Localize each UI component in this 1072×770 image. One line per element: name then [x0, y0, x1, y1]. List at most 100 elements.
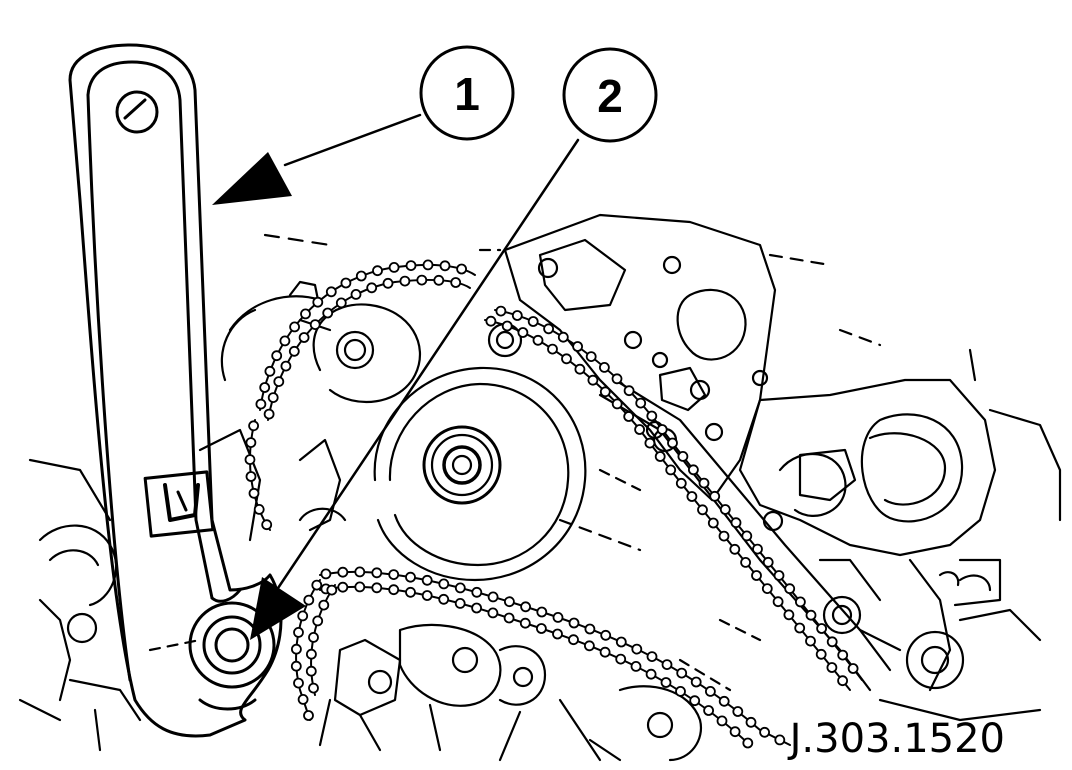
chain-link — [826, 636, 838, 648]
chain-link — [703, 705, 714, 716]
idler-pulley — [298, 303, 421, 404]
chain-link — [297, 694, 309, 705]
chain-link — [826, 662, 838, 673]
chain-link — [762, 556, 774, 568]
chain-link — [320, 568, 332, 580]
chain-link — [794, 622, 806, 634]
chain-link — [382, 277, 394, 289]
chain-link — [335, 297, 347, 309]
chain-link — [325, 286, 337, 298]
chain-link — [718, 530, 730, 542]
chain-link — [309, 319, 321, 331]
chain-link — [543, 323, 554, 335]
chain-link — [456, 263, 468, 275]
chain-link — [772, 596, 784, 608]
callout-1-arrowhead — [212, 152, 292, 205]
chain-link — [312, 615, 324, 627]
chain-link — [677, 450, 689, 462]
chain-link — [587, 374, 599, 386]
chain-link — [511, 310, 523, 321]
chain-link — [261, 519, 273, 531]
chain-link — [719, 504, 731, 515]
chain-link — [519, 617, 531, 629]
chain-link — [471, 586, 483, 598]
chain-link — [584, 640, 595, 652]
chain-link — [267, 392, 279, 404]
chain-link — [439, 260, 451, 272]
chain-link — [503, 596, 515, 608]
chain-link — [303, 594, 315, 606]
chain-link — [248, 487, 260, 499]
chain-link — [337, 566, 349, 578]
chain-link — [660, 677, 672, 688]
chain-link — [718, 695, 730, 707]
chain-link — [675, 477, 687, 489]
chain-links — [244, 259, 859, 749]
chain-link — [372, 265, 383, 277]
chain-link — [297, 610, 309, 622]
chain-link — [615, 653, 627, 665]
chain-link — [271, 350, 283, 362]
chain-link — [661, 659, 673, 670]
chain-link — [816, 623, 827, 634]
figure-reference-code: J.303.1520 — [787, 716, 1005, 762]
chain-link — [646, 651, 658, 662]
chain-link — [729, 543, 741, 555]
chain-link — [574, 363, 586, 375]
chain-link — [422, 259, 434, 271]
chain-link — [503, 612, 515, 624]
chain-link — [751, 570, 762, 581]
chain-link — [761, 583, 773, 594]
chain-link — [366, 282, 378, 294]
callout-1-label: 1 — [454, 68, 480, 120]
chain-link — [741, 530, 753, 542]
chain-link — [371, 582, 383, 594]
chain-link — [454, 598, 466, 609]
callout-2-arrowhead — [250, 577, 306, 640]
chain-link — [305, 648, 317, 660]
chain-link — [716, 715, 728, 727]
chain-link — [585, 351, 597, 363]
chain-link — [805, 609, 817, 621]
chain-link — [245, 437, 257, 449]
chain-link — [795, 596, 806, 608]
chain-link — [405, 260, 417, 272]
engine-block-outline — [18, 213, 1062, 762]
chain-link — [259, 382, 271, 393]
chain-link — [293, 627, 304, 638]
chain-link — [326, 584, 338, 596]
chain-link — [532, 334, 544, 346]
chain-link — [279, 335, 291, 347]
chain-link — [615, 636, 627, 648]
chain-link — [676, 667, 688, 679]
chain-link — [646, 410, 658, 422]
chain-link — [656, 424, 668, 435]
chain-link — [783, 609, 795, 621]
chain-link — [774, 734, 786, 746]
chain-link — [421, 590, 433, 601]
chain-link — [471, 602, 483, 614]
chain-link — [293, 677, 304, 689]
chain-link — [438, 593, 450, 605]
chain-link — [308, 682, 319, 694]
chain-link — [355, 270, 367, 282]
callout-2-leader — [260, 138, 580, 614]
wrench-tool — [68, 43, 283, 738]
chain-link — [815, 648, 827, 660]
chain-link — [305, 665, 317, 677]
chain-link — [405, 571, 416, 583]
chain-link — [264, 365, 276, 377]
chain-link — [611, 373, 623, 385]
chain-link — [485, 315, 497, 327]
chain-link — [568, 617, 580, 629]
chain-link — [759, 726, 770, 738]
chain-link — [290, 660, 302, 672]
chain-link — [568, 634, 579, 646]
chain-link — [705, 686, 716, 697]
chain-link — [742, 737, 754, 749]
chain-link — [686, 491, 698, 502]
callout-1-leader — [283, 113, 422, 167]
chain-link — [630, 661, 642, 672]
chain-link — [244, 454, 256, 466]
